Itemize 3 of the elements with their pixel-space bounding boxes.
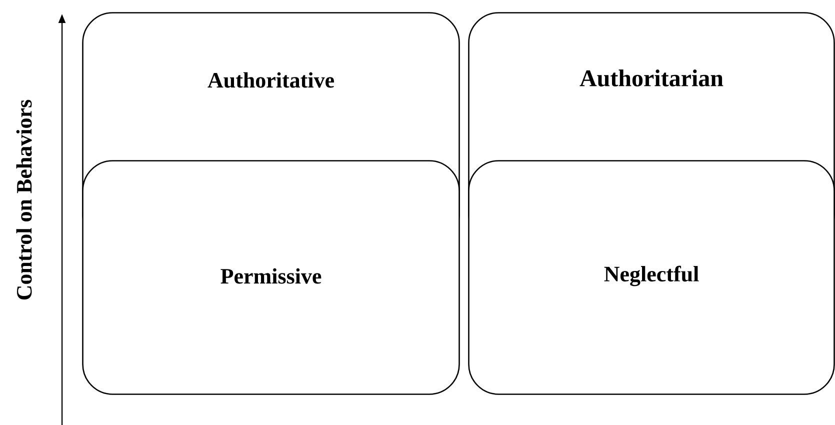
- axis-label: Control on Behaviors: [16, 100, 32, 300]
- quadrant-box: Neglectful: [468, 160, 835, 395]
- quadrant-box: Permissive: [82, 160, 460, 395]
